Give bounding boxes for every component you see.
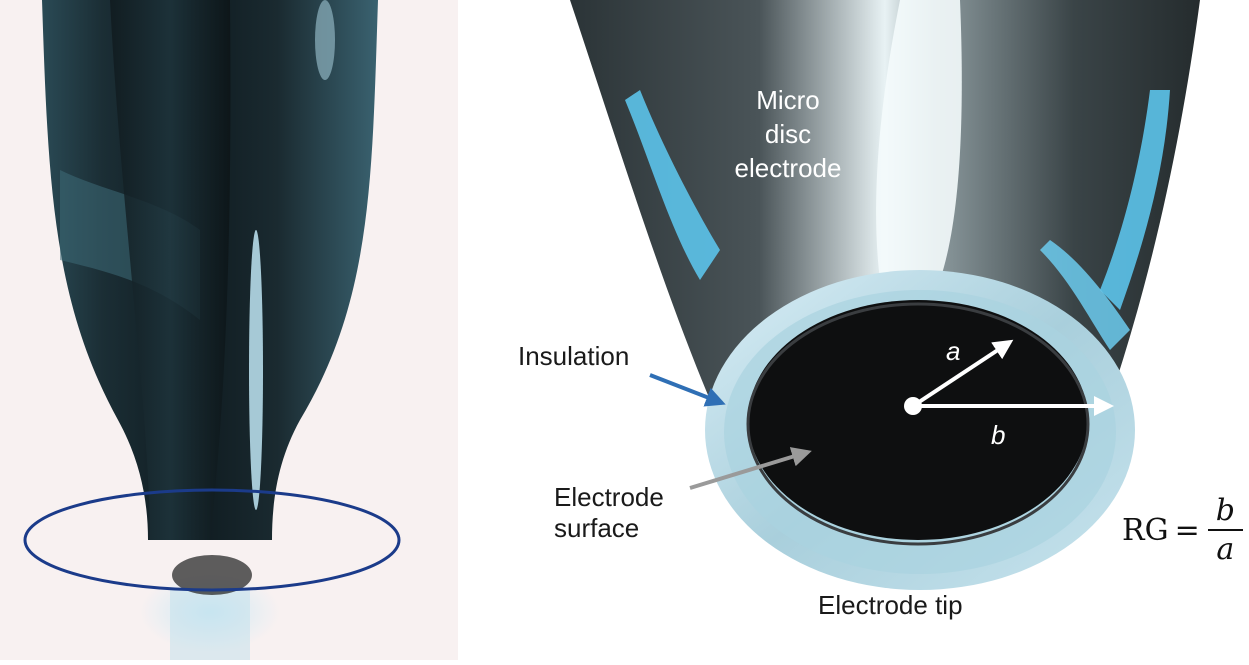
surface-arrow bbox=[689, 447, 812, 490]
electrode-surface-disc bbox=[748, 300, 1088, 540]
equation-denominator: a bbox=[1216, 532, 1235, 567]
fraction-bar bbox=[1207, 529, 1243, 531]
center-point bbox=[904, 397, 922, 415]
meniscus-ring bbox=[23, 488, 401, 592]
micro-disc-electrode-line-3: electrode bbox=[734, 152, 842, 183]
micro-disc-electrode-line-2: disc bbox=[764, 118, 812, 149]
electrode-surface-label: Electrode surface bbox=[554, 482, 664, 544]
blue-reflection-right bbox=[1100, 90, 1170, 310]
highlight-streak bbox=[249, 230, 263, 510]
equation-numerator: b bbox=[1215, 493, 1235, 528]
radius-b-label: b bbox=[991, 420, 1006, 450]
left-panel bbox=[0, 0, 458, 660]
blue-reflection-left bbox=[625, 90, 720, 280]
radius-a-label: a bbox=[946, 336, 961, 366]
electrode-surface-line-2: surface bbox=[554, 513, 640, 544]
insulation-label: Insulation bbox=[518, 341, 630, 371]
electrode-tip-label: Electrode tip bbox=[818, 590, 963, 620]
micro-disc-electrode-label: Micro disc electrode bbox=[718, 84, 858, 185]
equation-operator: = bbox=[1174, 512, 1200, 548]
micro-disc-electrode-line-1: Micro bbox=[756, 85, 820, 115]
shaft-highlight bbox=[876, 0, 962, 280]
surface-edge bbox=[746, 302, 1090, 546]
insulation-arrow bbox=[649, 373, 726, 407]
blue-reflection-ring-right bbox=[1040, 240, 1130, 350]
radius-a-arrow bbox=[911, 339, 1014, 408]
equation-fraction: b a bbox=[1207, 493, 1243, 567]
tip-shadow bbox=[172, 555, 252, 595]
equation-lhs: RG bbox=[1122, 512, 1169, 548]
rg-equation: RG = b a bbox=[1122, 470, 1243, 590]
right-panel bbox=[570, 0, 1200, 590]
tip-reflection bbox=[170, 590, 250, 660]
top-highlight bbox=[315, 0, 335, 80]
inner-core bbox=[110, 0, 231, 540]
electrode-surface-line-1: Electrode bbox=[554, 482, 664, 512]
